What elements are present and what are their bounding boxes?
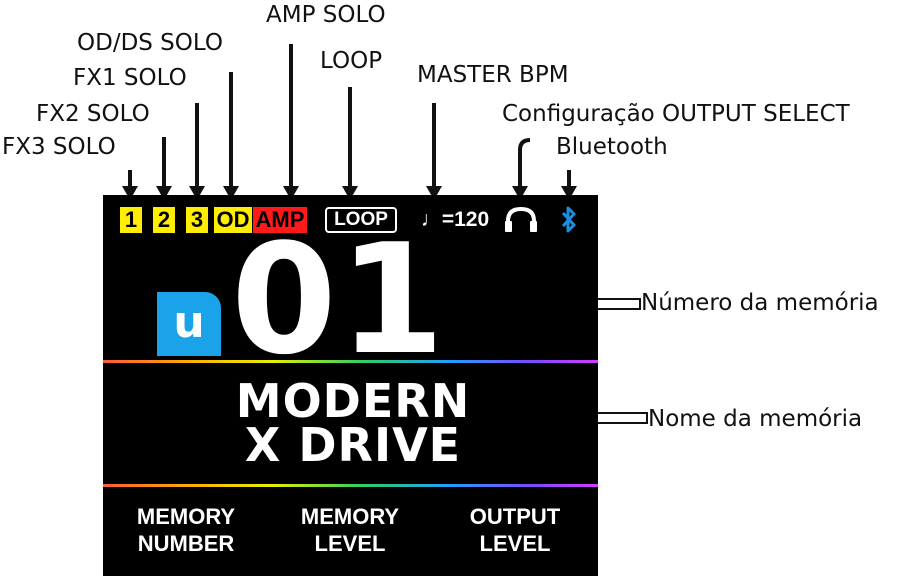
knob-label-memory-number: MEMORY NUMBER bbox=[111, 503, 261, 557]
fx3-solo-indicator: 1 bbox=[120, 207, 142, 233]
fx2-solo-indicator: 2 bbox=[153, 207, 175, 233]
bluetooth-icon bbox=[561, 206, 576, 233]
memory-name-line1: MODERN bbox=[235, 374, 471, 428]
callout-memory-number: Número da memória bbox=[641, 290, 879, 316]
memory-name-line2: X DRIVE bbox=[244, 418, 462, 472]
headphones-icon bbox=[505, 206, 537, 232]
fx1-solo-indicator: 3 bbox=[186, 207, 208, 233]
divider-bottom bbox=[103, 484, 598, 487]
knob1-line1: MEMORY bbox=[136, 504, 236, 529]
callout-memory-name: Nome da memória bbox=[648, 406, 863, 432]
arrow-output-select bbox=[518, 138, 531, 194]
callout-od-ds-solo: OD/DS SOLO bbox=[77, 30, 223, 56]
arrowhead-bluetooth bbox=[561, 186, 577, 200]
knob2-line2: LEVEL bbox=[314, 531, 386, 556]
arrowhead-fx3 bbox=[122, 186, 138, 200]
arrowhead-od bbox=[223, 186, 239, 200]
callout-master-bpm: MASTER BPM bbox=[417, 62, 569, 88]
knob2-line1: MEMORY bbox=[300, 504, 400, 529]
arrowhead-fx1 bbox=[189, 186, 205, 200]
knob3-line1: OUTPUT bbox=[469, 504, 561, 529]
callout-loop: LOOP bbox=[320, 48, 383, 74]
callout-amp-solo: AMP SOLO bbox=[266, 2, 386, 28]
callout-fx3-solo: FX3 SOLO bbox=[2, 134, 116, 160]
callout-fx2-solo: FX2 SOLO bbox=[36, 101, 150, 127]
knob1-line2: NUMBER bbox=[137, 531, 235, 556]
user-memory-badge: u bbox=[157, 292, 221, 356]
knob3-line2: LEVEL bbox=[479, 531, 551, 556]
arrowhead-output bbox=[512, 186, 528, 200]
arrowhead-bpm bbox=[426, 186, 442, 200]
knob-label-output-level: OUTPUT LEVEL bbox=[440, 503, 590, 557]
memory-number: 01 bbox=[231, 211, 447, 388]
arrowhead-amp bbox=[283, 186, 299, 200]
master-bpm-indicator: ♩=120 bbox=[420, 208, 490, 231]
arrowhead-loop bbox=[342, 186, 358, 200]
od-ds-solo-indicator: OD bbox=[214, 207, 252, 233]
callout-fx1-solo: FX1 SOLO bbox=[73, 65, 187, 91]
amp-solo-indicator: AMP bbox=[253, 207, 307, 233]
arrowhead-fx2 bbox=[156, 186, 172, 200]
loop-indicator: LOOP bbox=[325, 207, 397, 233]
callout-bluetooth: Bluetooth bbox=[556, 134, 668, 160]
callout-output-select: Configuração OUTPUT SELECT bbox=[502, 101, 850, 127]
user-badge-letter: u bbox=[173, 297, 205, 348]
divider-top bbox=[103, 360, 598, 363]
display-screen: 1 2 3 OD AMP LOOP ♩=120 u 01 MODERN X DR… bbox=[103, 195, 598, 576]
knob-label-memory-level: MEMORY LEVEL bbox=[275, 503, 425, 557]
